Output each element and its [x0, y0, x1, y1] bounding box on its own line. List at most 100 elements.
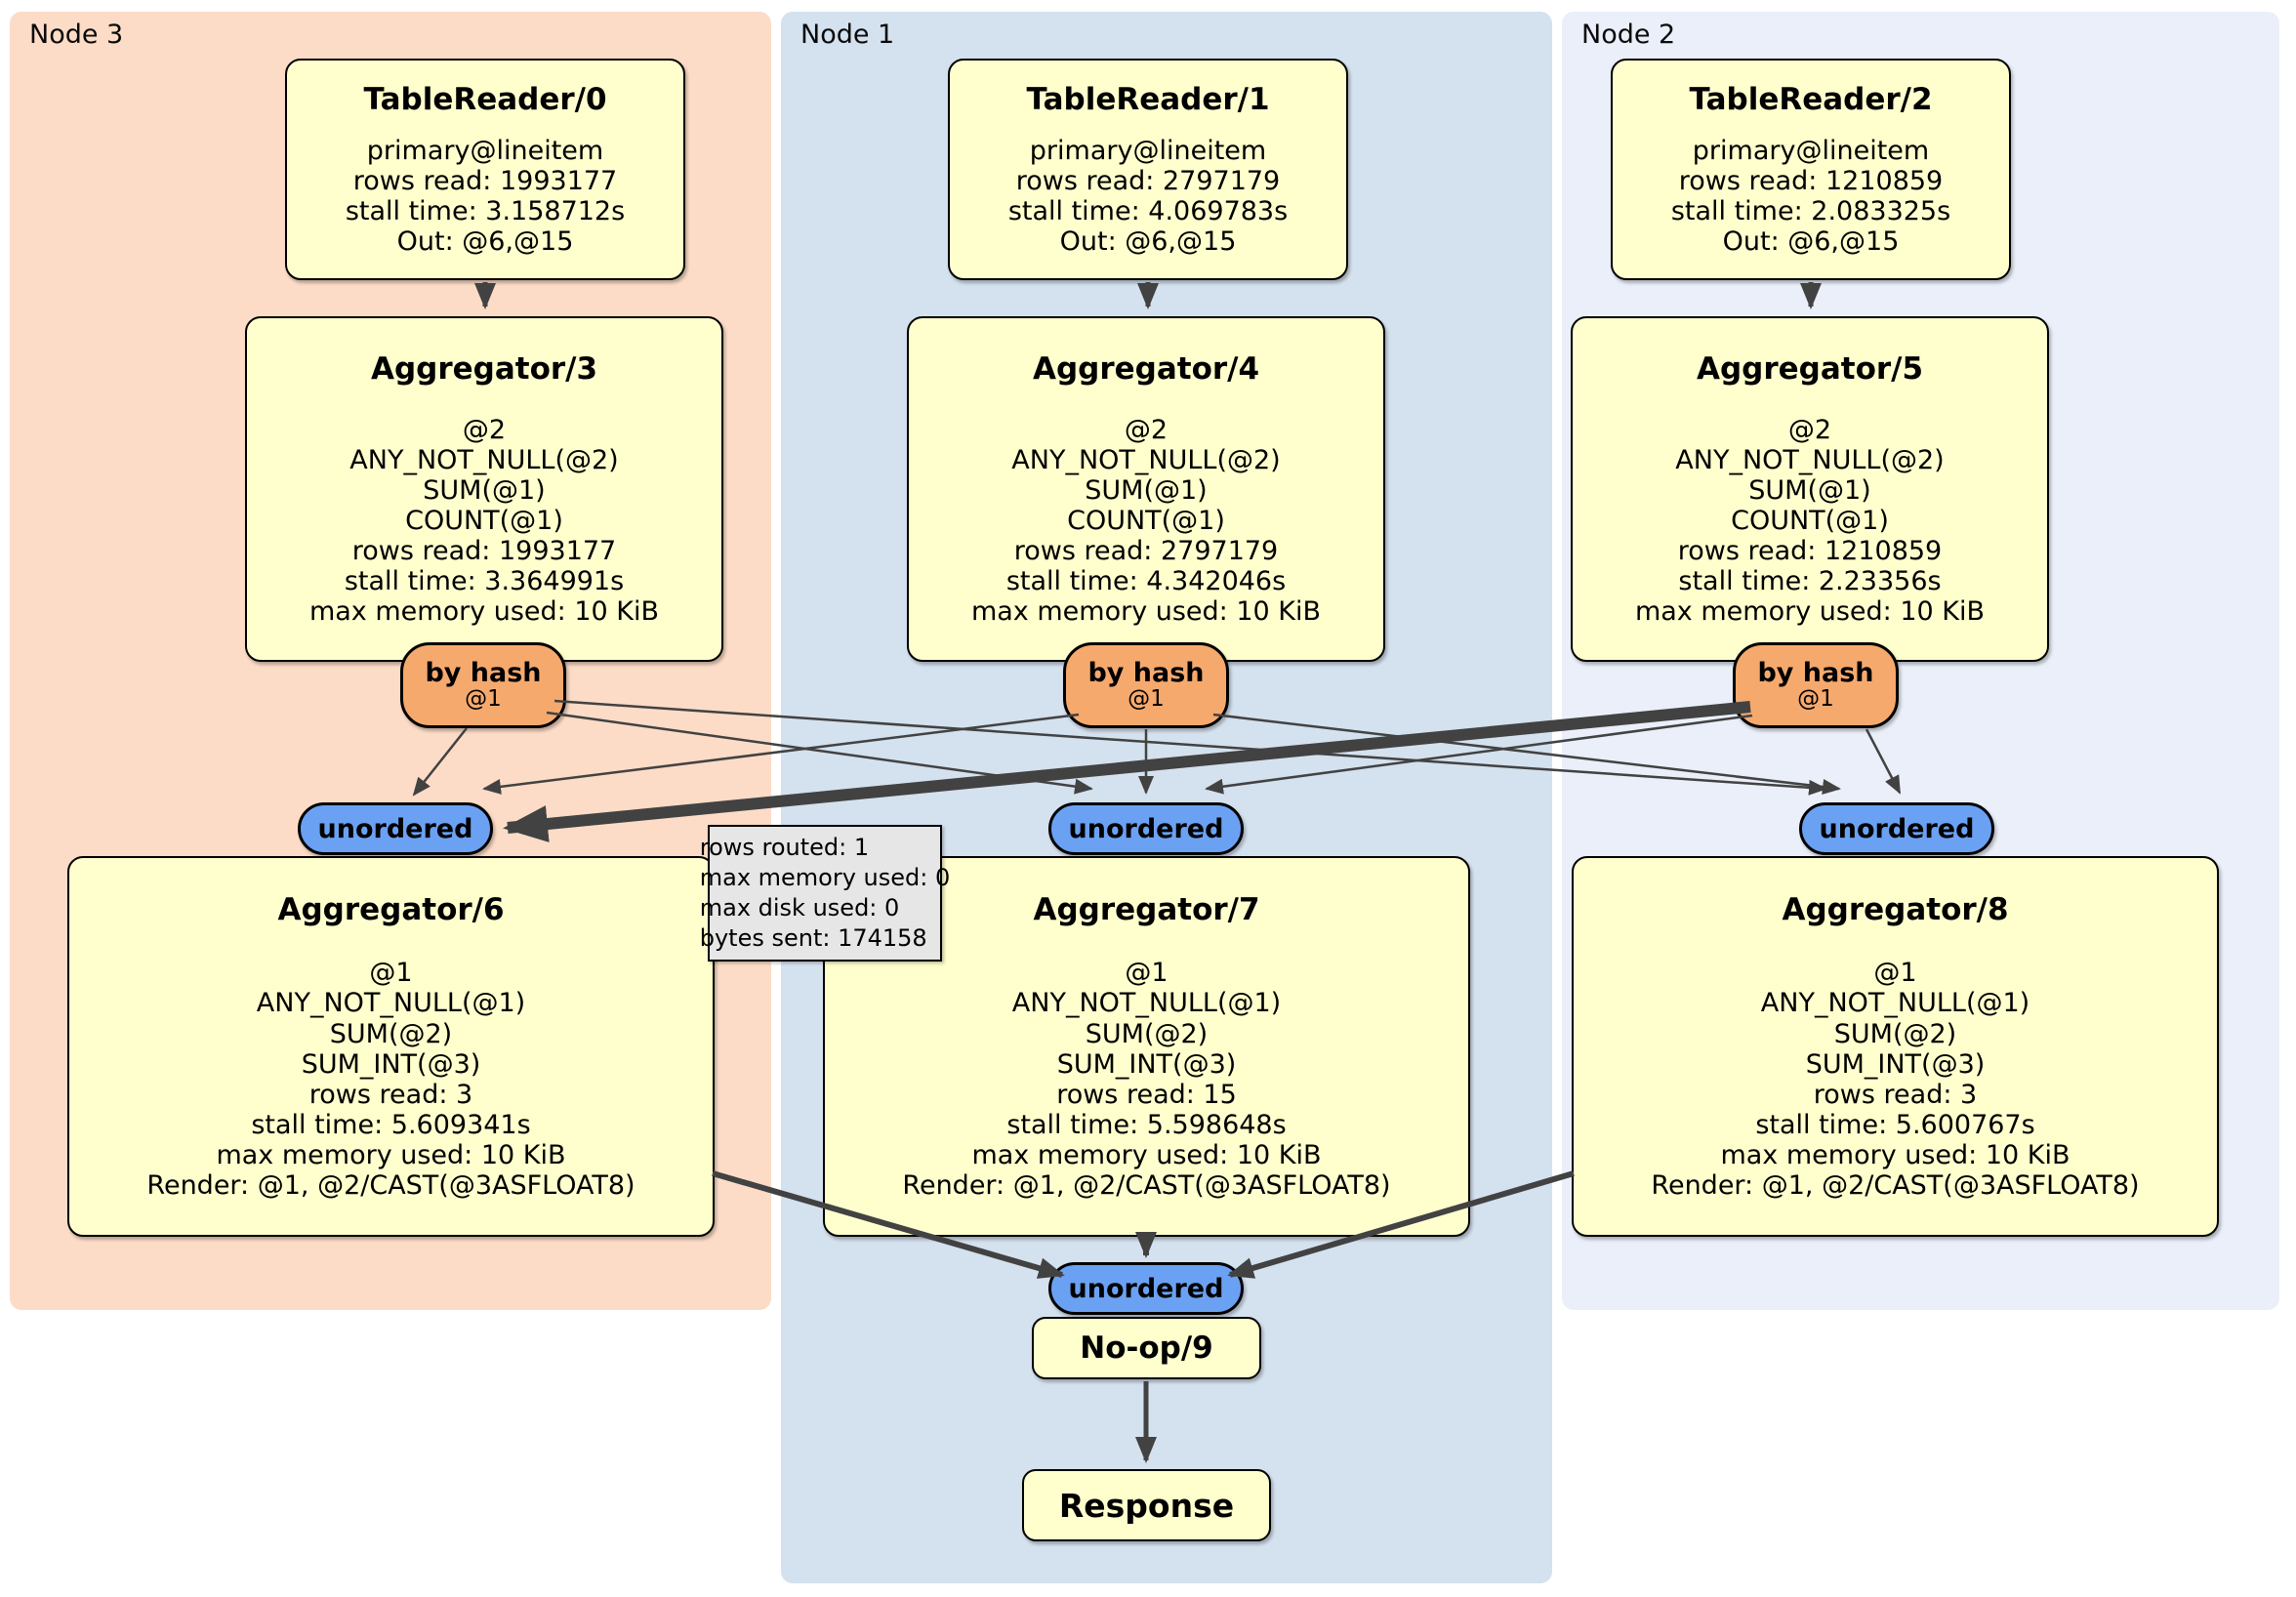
router-by-hash-2: by hash @1 — [1733, 642, 1899, 728]
text-line: ANY_NOT_NULL(@2) — [349, 445, 619, 476]
response-box: Response — [1022, 1469, 1271, 1541]
processor-title: Aggregator/4 — [1032, 350, 1260, 387]
sync-unordered-3: unordered — [1048, 1262, 1244, 1315]
text-line: max memory used: 10 KiB — [216, 1139, 566, 1170]
processor-title: TableReader/0 — [363, 82, 607, 118]
text-line: SUM_INT(@3) — [1056, 1048, 1237, 1080]
sync-unordered-0: unordered — [298, 802, 493, 855]
text-line: max memory used: 10 KiB — [1720, 1139, 2070, 1170]
text-line: COUNT(@1) — [1731, 506, 1889, 537]
processor-title: Aggregator/6 — [277, 892, 505, 928]
text-line: ANY_NOT_NULL(@1) — [256, 988, 526, 1019]
router-label: by hash — [1087, 657, 1205, 688]
text-line: rows read: 3 — [1813, 1079, 1978, 1110]
node3-region-label: Node 3 — [29, 20, 124, 50]
text-line: stall time: 4.342046s — [1005, 566, 1287, 597]
text-line: SUM(@2) — [1085, 1018, 1209, 1049]
text-line: @1 — [1873, 958, 1917, 989]
processor-title: Aggregator/8 — [1782, 892, 2009, 928]
sync-unordered-2: unordered — [1799, 802, 1994, 855]
processor-title: TableReader/1 — [1026, 82, 1270, 118]
edge-hash2-sync0-thick[interactable] — [503, 701, 1751, 842]
text-line: max memory used: 0 — [699, 863, 951, 891]
node1-region-label: Node 1 — [800, 20, 895, 50]
text-line: @2 — [1124, 415, 1168, 446]
text-line: stall time: 3.158712s — [345, 195, 626, 226]
text-line: rows routed: 1 — [699, 833, 870, 861]
text-line: max memory used: 10 KiB — [1634, 596, 1986, 628]
text-line: COUNT(@1) — [1067, 506, 1225, 537]
text-line: SUM(@2) — [329, 1018, 453, 1049]
text-line: rows read: 2797179 — [1013, 536, 1279, 567]
text-line: stall time: 2.083325s — [1670, 195, 1951, 226]
text-line: rows read: 2797179 — [1015, 165, 1281, 196]
text-line: Out: @6,@15 — [1722, 225, 1900, 257]
text-line: SUM(@2) — [1833, 1018, 1957, 1049]
text-line: @1 — [369, 958, 413, 989]
text-line: max memory used: 10 KiB — [971, 1139, 1322, 1170]
text-line: stall time: 2.23356s — [1678, 566, 1942, 597]
text-line: primary@lineitem — [1029, 135, 1267, 166]
text-line: rows read: 1210859 — [1678, 165, 1944, 196]
text-line: @2 — [462, 415, 507, 446]
router-by-hash-1: by hash @1 — [1063, 642, 1229, 728]
text-line: rows read: 3 — [308, 1079, 473, 1110]
text-line: rows read: 1993177 — [352, 165, 618, 196]
router-label: by hash — [425, 657, 542, 688]
processor-title: Aggregator/5 — [1696, 350, 1924, 387]
text-line: @1 — [1125, 958, 1168, 989]
text-line: primary@lineitem — [1692, 135, 1930, 166]
text-line: SUM_INT(@3) — [1805, 1048, 1986, 1080]
text-line: max memory used: 10 KiB — [970, 596, 1322, 628]
router-by-hash-0: by hash @1 — [400, 642, 566, 728]
text-line: rows read: 1993177 — [351, 536, 617, 567]
processor-title: Aggregator/7 — [1033, 892, 1260, 928]
text-line: ANY_NOT_NULL(@1) — [1011, 988, 1282, 1019]
processor-title: Aggregator/3 — [370, 350, 598, 387]
sync-unordered-1: unordered — [1048, 802, 1244, 855]
text-line: ANY_NOT_NULL(@2) — [1011, 445, 1281, 476]
text-line: stall time: 5.598648s — [1006, 1109, 1287, 1140]
router-label: by hash — [1757, 657, 1874, 688]
text-line: ANY_NOT_NULL(@2) — [1675, 445, 1945, 476]
processor-title: TableReader/2 — [1689, 82, 1933, 118]
text-line: ANY_NOT_NULL(@1) — [1760, 988, 2030, 1019]
text-line: stall time: 3.364991s — [344, 566, 625, 597]
text-line: Out: @6,@15 — [1059, 225, 1237, 257]
text-line: SUM(@1) — [1085, 475, 1208, 507]
text-line: Render: @1, @2/CAST(@3ASFLOAT8) — [902, 1169, 1391, 1201]
text-line: rows read: 1210859 — [1677, 536, 1943, 567]
text-line: COUNT(@1) — [405, 506, 563, 537]
text-line: Render: @1, @2/CAST(@3ASFLOAT8) — [146, 1169, 636, 1201]
text-line: max memory used: 10 KiB — [308, 596, 660, 628]
text-line: bytes sent: 174158 — [699, 924, 927, 953]
text-line: stall time: 5.600767s — [1755, 1109, 2035, 1140]
text-line: primary@lineitem — [366, 135, 604, 166]
text-line: Out: @6,@15 — [396, 225, 574, 257]
node2-region-label: Node 2 — [1581, 20, 1676, 50]
router-detail: @1 — [1128, 686, 1165, 713]
text-line: SUM(@1) — [423, 475, 546, 507]
text-line: Render: @1, @2/CAST(@3ASFLOAT8) — [1651, 1169, 2140, 1201]
processor-noop-9: No-op/9 — [1032, 1317, 1261, 1379]
text-line: rows read: 15 — [1056, 1079, 1237, 1110]
